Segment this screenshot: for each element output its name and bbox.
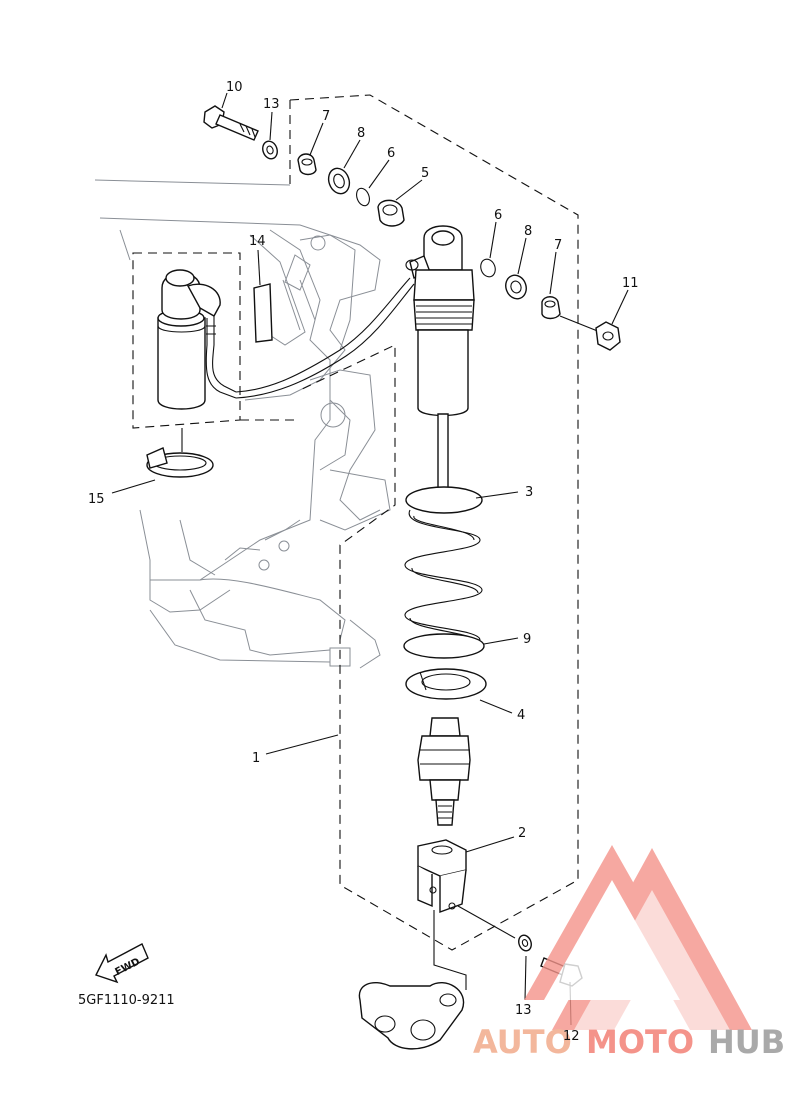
callout-1: 1 xyxy=(252,751,260,766)
callout-8-right: 8 xyxy=(524,224,532,239)
right-hardware xyxy=(480,258,621,351)
callout-4: 4 xyxy=(517,708,525,723)
callout-2: 2 xyxy=(518,826,526,841)
callout-10: 10 xyxy=(226,80,243,95)
watermark-logo xyxy=(524,845,752,1030)
spacer-block xyxy=(253,283,273,343)
coil-spring xyxy=(404,486,483,643)
callout-15: 15 xyxy=(88,492,105,507)
top-hardware xyxy=(203,105,405,227)
callout-13-top: 13 xyxy=(263,97,280,112)
assembly-boundaries xyxy=(132,94,579,951)
hose-clamp xyxy=(146,428,214,478)
callout-6-left: 6 xyxy=(387,146,395,161)
lower-damper xyxy=(417,717,471,826)
callout-3: 3 xyxy=(525,485,533,500)
frame-outline xyxy=(94,179,391,669)
watermark-word-auto: AUTO xyxy=(473,1023,572,1061)
callout-8-left: 8 xyxy=(357,126,365,141)
callout-6-right: 6 xyxy=(494,208,502,223)
part-code: 5GF1110-9211 xyxy=(78,993,175,1008)
fwd-arrow: FWD xyxy=(95,943,149,984)
shock-absorber xyxy=(235,225,475,506)
leader-lines xyxy=(111,92,629,1026)
watermark-word-moto: MOTO xyxy=(586,1023,694,1061)
callout-7-left: 7 xyxy=(322,109,330,124)
callout-13-bottom: 13 xyxy=(515,1003,532,1018)
callout-9: 9 xyxy=(523,632,531,647)
callouts: 10 13 7 8 6 5 6 8 7 11 14 15 3 9 4 1 2 1… xyxy=(88,80,639,1044)
callout-12: 12 xyxy=(563,1029,580,1044)
linkage-arm xyxy=(358,910,467,1050)
callout-14: 14 xyxy=(249,234,266,249)
watermark-text: AUTO MOTO HUB xyxy=(473,1023,785,1061)
remote-reservoir xyxy=(157,269,237,410)
watermark-word-hub: HUB xyxy=(708,1023,785,1061)
callout-5: 5 xyxy=(421,166,429,181)
callout-7-right: 7 xyxy=(554,238,562,253)
callout-11: 11 xyxy=(622,276,639,291)
spring-seats xyxy=(403,633,487,700)
lower-bracket xyxy=(417,839,467,913)
